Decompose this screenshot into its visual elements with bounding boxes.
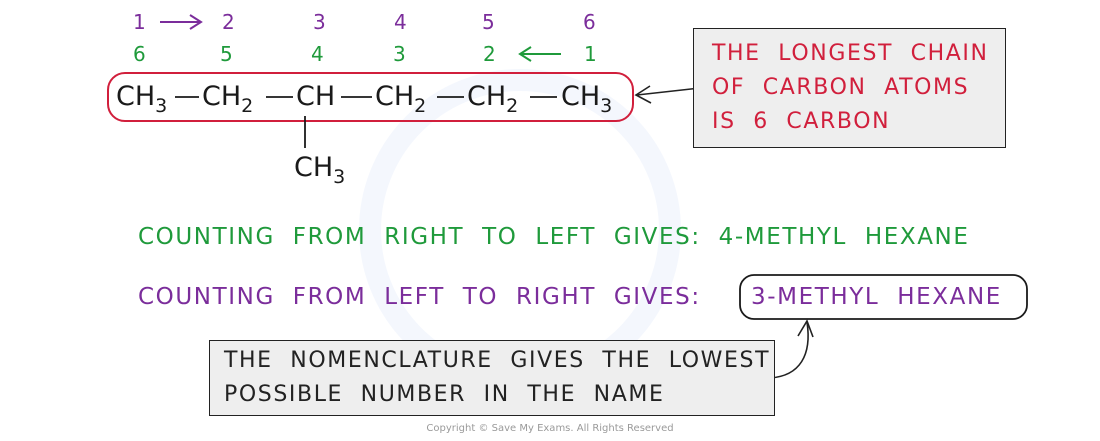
note-line: OF CARBON ATOMS [712,75,970,100]
carbon-group-6: CH3 [561,81,613,117]
carbon-group-1: CH3 [116,81,168,117]
answer-outline [739,274,1028,320]
number-label: 3 [393,42,406,66]
correct-name-answer: 3-METHYL HEXANE [751,284,1002,310]
number-label: 4 [311,42,324,66]
note-line: IS 6 CARBON [712,109,891,134]
number-label: 6 [133,42,146,66]
number-label: 3 [313,10,326,34]
number-label: 2 [222,10,235,34]
note-line: POSSIBLE NUMBER IN THE NAME [224,382,665,407]
right-to-left-arrow [518,46,561,62]
chain-bonds [175,96,557,148]
note-line: THE LONGEST CHAIN [712,41,989,66]
copyright-text: Copyright © Save My Exams. All Rights Re… [426,423,674,434]
number-label: 4 [394,10,407,34]
number-label: 2 [483,42,496,66]
longest-chain-note: THE LONGEST CHAIN OF CARBON ATOMS IS 6 C… [693,28,1006,148]
carbon-group-2: CH2 [202,81,254,117]
nomenclature-note: THE NOMENCLATURE GIVES THE LOWEST POSSIB… [209,340,775,416]
carbon-group-3: CH [296,81,336,112]
number-label: 6 [583,10,596,34]
longest-chain-outline [107,72,634,122]
number-label: 5 [220,42,233,66]
number-label: 1 [584,42,597,66]
left-to-right-arrow [160,14,203,30]
number-label: 5 [482,10,495,34]
carbon-group-4: CH2 [375,81,427,117]
note-line: THE NOMENCLATURE GIVES THE LOWEST [224,348,771,373]
left-to-right-statement: COUNTING FROM LEFT TO RIGHT GIVES: [138,284,701,310]
right-to-left-statement: COUNTING FROM RIGHT TO LEFT GIVES: 4-MET… [138,224,970,250]
number-label: 1 [133,10,146,34]
methyl-branch: CH3 [294,152,346,188]
carbon-group-5: CH2 [467,81,519,117]
